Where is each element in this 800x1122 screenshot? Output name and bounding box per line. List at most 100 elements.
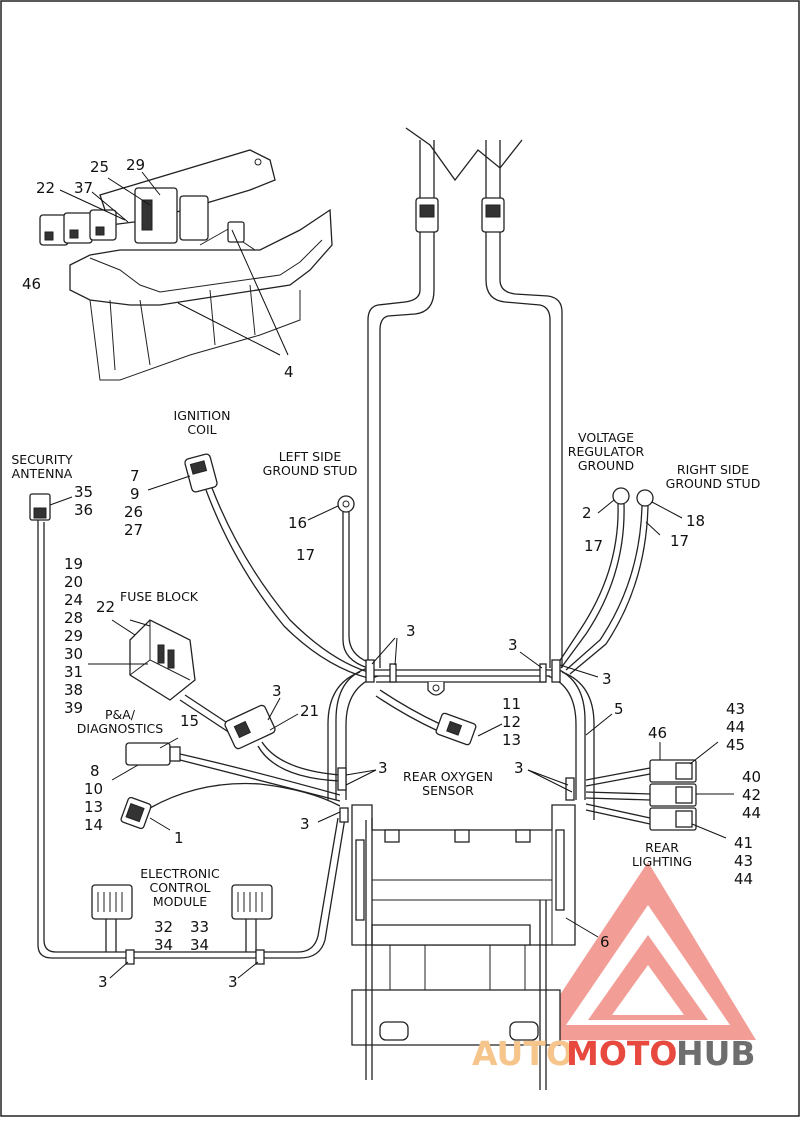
callout-21: 21 [300,702,319,720]
callout-pa-2: 10 [84,780,103,798]
rear-lighting-connectors [585,759,697,831]
callout-mid-conn-3: 44 [742,804,761,822]
pa-diagnostics-connector [125,742,341,802]
watermark-hub: HUB [676,1034,756,1073]
caption-rear-lighting-1: REAR [645,840,679,855]
watermark-moto: MOTO [566,1034,677,1073]
rear-frame-bracket [351,804,576,1090]
main-harness-trunk [367,127,563,668]
caption-left-ground-2: GROUND STUD [263,463,358,478]
callout-ign-3: 26 [124,503,143,521]
callout-o2-2: 12 [502,713,521,731]
callout-fuse-9: 39 [64,699,83,717]
callout-pa-3: 13 [84,798,103,816]
callout-o2-3: 13 [502,731,521,749]
callout-bot-conn-2: 43 [734,852,753,870]
ground-stud-wires [337,487,654,675]
fuse-block [129,619,239,736]
caption-pa-2: DIAGNOSTICS [77,721,164,736]
callout-3-b: 3 [508,636,518,654]
caption-ecm-2: CONTROL [149,880,210,895]
caption-security-antenna-2: ANTENNA [12,466,73,481]
caption-o2-1: REAR OXYGEN [403,769,493,784]
callout-22-fuse: 22 [96,598,115,616]
callout-3-f: 3 [514,759,524,777]
callout-ecm-left-1: 32 [154,918,173,936]
leader-lines [49,171,734,979]
callout-pa-1: 8 [90,762,100,780]
caption-right-ground-1: RIGHT SIDE [677,462,749,477]
electrical-tray-assembly [39,149,333,381]
caption-o2-2: SENSOR [422,783,474,798]
caption-fuse-block: FUSE BLOCK [120,589,199,604]
callout-4: 4 [284,363,294,381]
callout-numbers: 29 25 22 37 46 4 7 9 26 27 35 36 19 20 2… [22,156,761,991]
callout-top-conn-1: 43 [726,700,745,718]
callout-3-a: 3 [406,622,416,640]
caption-security-antenna-1: SECURITY [11,452,73,467]
callout-17-vr: 17 [584,537,603,555]
callout-fuse-4: 28 [64,609,83,627]
rear-oxygen-sensor-connector [375,689,477,746]
callout-fuse-2: 20 [64,573,83,591]
caption-vr-ground-2: REGULATOR [568,444,645,459]
callout-ign-1: 7 [130,467,140,485]
caption-vr-ground-3: GROUND [578,458,634,473]
callout-ecm-right-2: 34 [190,936,209,954]
harness-loop [327,659,595,823]
callout-ecm-left-2: 34 [154,936,173,954]
callout-mid-conn-1: 40 [742,768,761,786]
caption-ignition-coil-2: COIL [187,422,216,437]
caption-ecm-3: MODULE [153,894,207,909]
callout-fuse-5: 29 [64,627,83,645]
callout-bot-conn-3: 44 [734,870,753,888]
ecm-modules [91,884,273,965]
callout-ign-4: 27 [124,521,143,539]
callout-fuse-3: 24 [64,591,83,609]
connector-21 [224,704,341,782]
callout-mid-conn-2: 42 [742,786,761,804]
watermark-auto: AUTO [472,1034,574,1073]
callout-fuse-1: 19 [64,555,83,573]
callout-5: 5 [614,700,624,718]
caption-rear-lighting-2: LIGHTING [632,854,692,869]
caption-right-ground-2: GROUND STUD [666,476,761,491]
callout-17-right: 17 [670,532,689,550]
callout-22-top: 22 [36,179,55,197]
callout-18: 18 [686,512,705,530]
callout-3-e: 3 [378,759,388,777]
callout-29: 29 [126,156,145,174]
callout-bot-conn-1: 41 [734,834,753,852]
callout-ign-2: 9 [130,485,140,503]
callout-17-left: 17 [296,546,315,564]
callout-36: 36 [74,501,93,519]
caption-pa-1: P&A/ [105,707,136,722]
captions: SECURITY ANTENNA IGNITION COIL LEFT SIDE… [11,408,760,909]
callout-top-conn-2: 44 [726,718,745,736]
callout-15: 15 [180,712,199,730]
callout-3-c: 3 [602,670,612,688]
callout-pa-4: 14 [84,816,103,834]
callout-top-conn-3: 45 [726,736,745,754]
callout-37: 37 [74,179,93,197]
caption-ignition-coil-1: IGNITION [174,408,231,423]
callout-46-lower: 46 [648,724,667,742]
caption-left-ground-1: LEFT SIDE [279,449,342,464]
callout-fuse-6: 30 [64,645,83,663]
callout-16: 16 [288,514,307,532]
callout-2: 2 [582,504,592,522]
callout-35: 35 [74,483,93,501]
callout-fuse-7: 31 [64,663,83,681]
callout-25: 25 [90,158,109,176]
caption-vr-ground-1: VOLTAGE [578,430,634,445]
watermark-logo [530,862,756,1040]
callout-46-top: 46 [22,275,41,293]
callout-ecm-right-1: 33 [190,918,209,936]
security-antenna-assembly [29,493,346,959]
callout-3-d: 3 [272,682,282,700]
connector-1 [120,782,341,830]
callout-3-i: 3 [228,973,238,991]
callout-fuse-8: 38 [64,681,83,699]
